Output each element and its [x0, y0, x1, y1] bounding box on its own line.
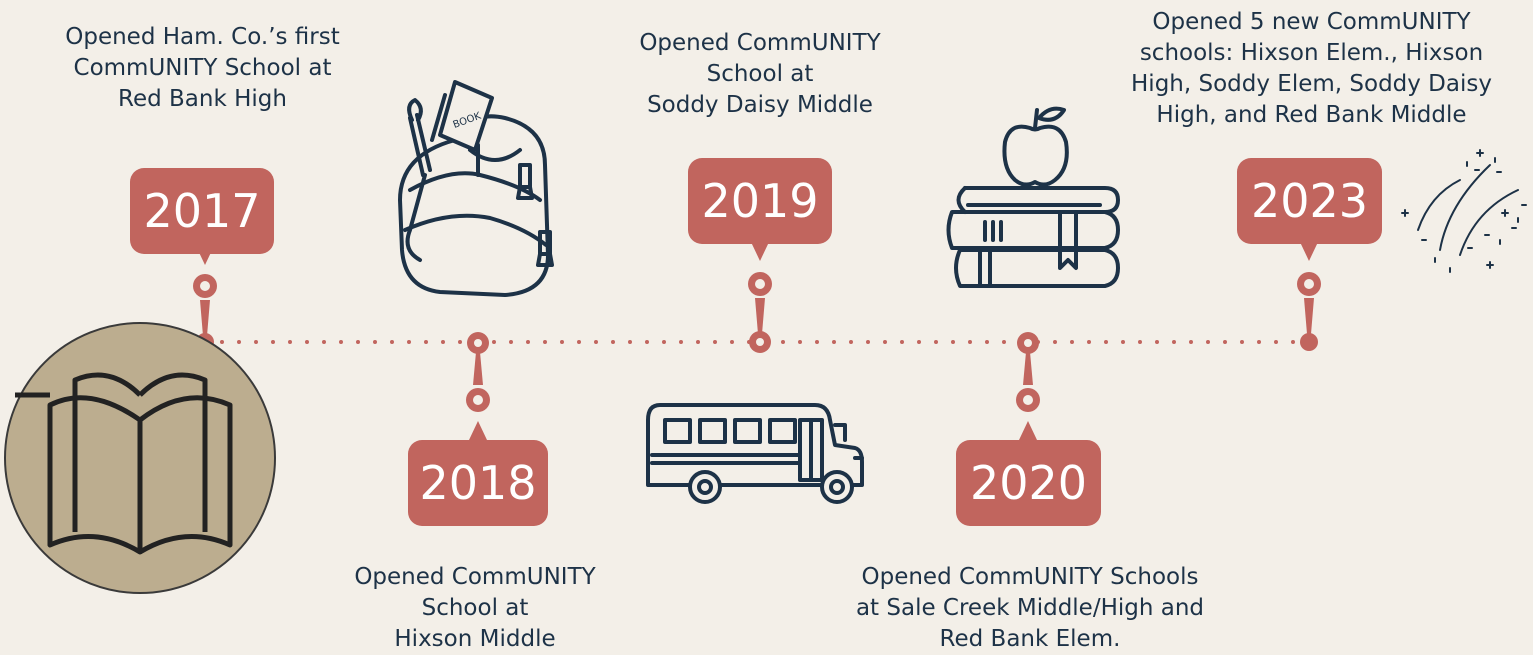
- caption-2023: Opened 5 new CommUNITY schools: Hixson E…: [1131, 9, 1492, 128]
- year-box-2023: 2023: [1237, 158, 1382, 244]
- caption-2018: Opened CommUNITY School at Hixson Middle: [354, 564, 596, 652]
- open-book-icon: [4, 322, 276, 594]
- year-label-2017: 2017: [143, 184, 261, 238]
- year-label-2018: 2018: [419, 456, 537, 510]
- year-box-2017: 2017: [130, 168, 274, 254]
- fireworks-icon: [1401, 149, 1527, 273]
- connector-2023: [1297, 242, 1321, 351]
- year-box-2018: 2018: [408, 440, 548, 526]
- backpack-icon: BOOK: [398, 80, 554, 297]
- year-box-2019: 2019: [688, 158, 832, 244]
- apple-on-books-icon: [946, 106, 1120, 288]
- year-label-2019: 2019: [701, 174, 819, 228]
- caption-2019: Opened CommUNITY School at Soddy Daisy M…: [639, 30, 881, 118]
- caption-2020: Opened CommUNITY Schools at Sale Creek M…: [855, 564, 1205, 652]
- caption-2017: Opened Ham. Co.’s first CommUNITY School…: [65, 24, 340, 112]
- connector-2019: [748, 242, 772, 353]
- year-box-2020: 2020: [956, 440, 1101, 526]
- year-label-2023: 2023: [1250, 174, 1369, 228]
- connector-2020: [1016, 332, 1040, 440]
- school-bus-icon: [646, 403, 864, 504]
- connector-2018: [466, 332, 490, 440]
- year-label-2020: 2020: [969, 456, 1088, 510]
